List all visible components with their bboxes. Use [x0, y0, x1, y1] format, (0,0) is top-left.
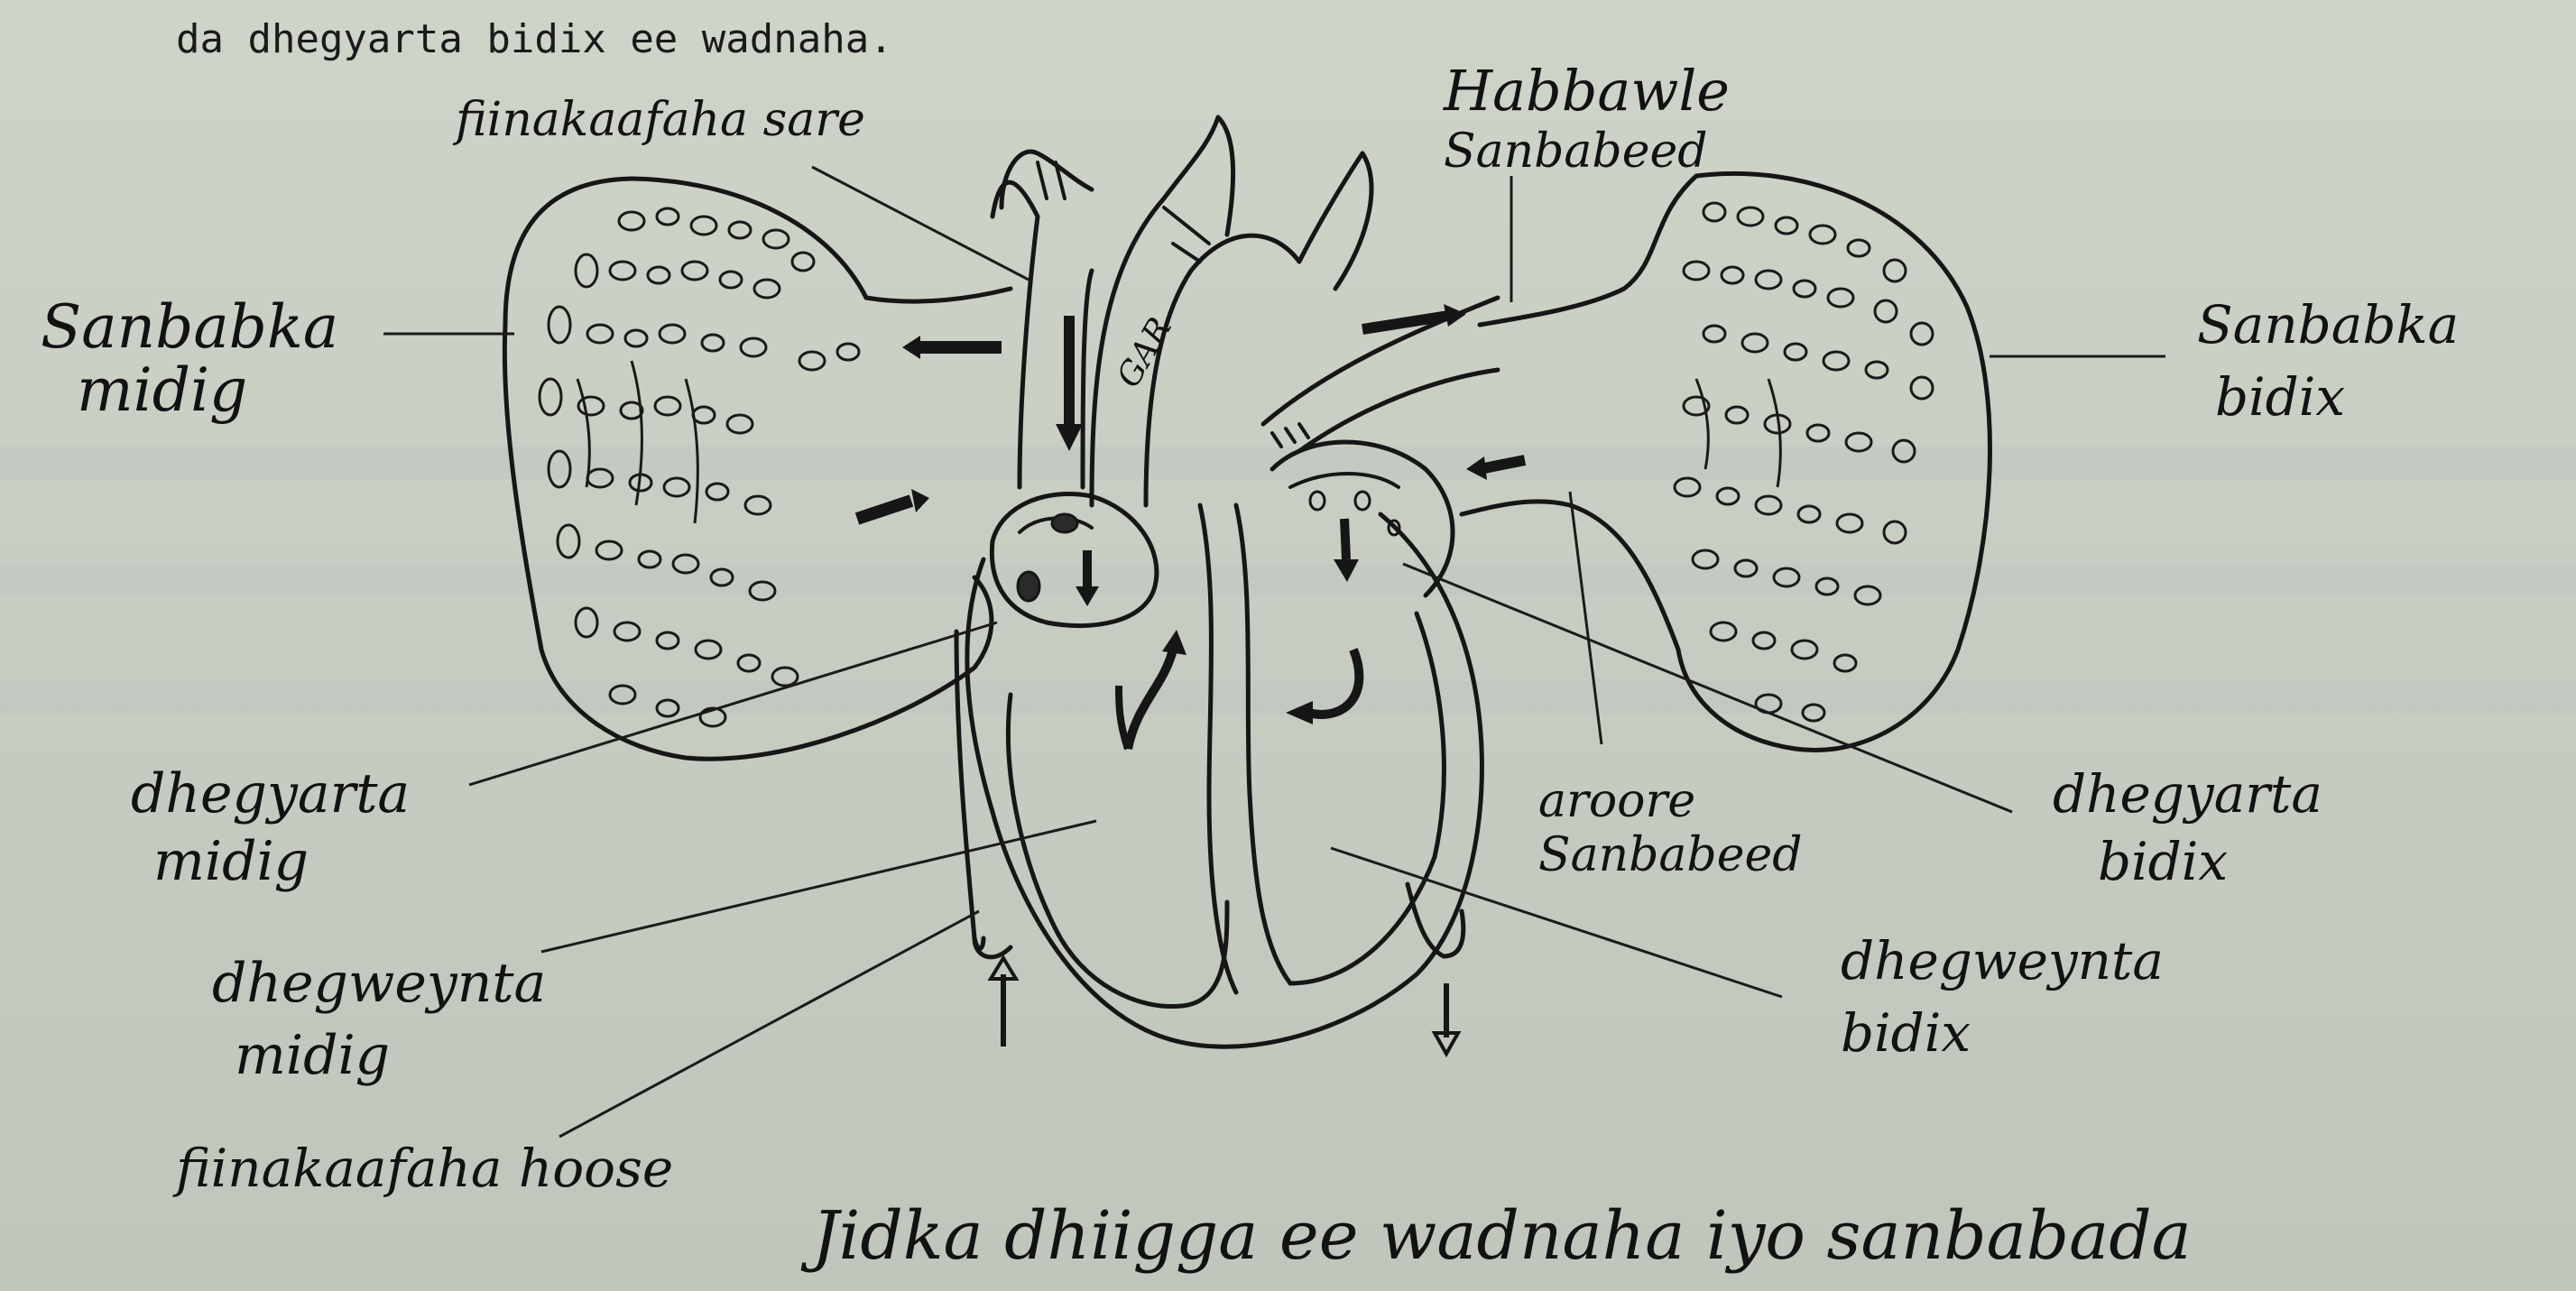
label-dhegyarta-bidix-1: dhegyarta	[2053, 763, 2322, 825]
label-dhegweynta-bidix-1: dhegweynta	[1841, 930, 2164, 991]
intro-text: da dhegyarta bidix ee wadnaha.	[176, 16, 893, 62]
label-dhegweynta-midig-1: dhegweynta	[212, 952, 546, 1015]
label-dhegyarta-midig-1: dhegyarta	[131, 762, 410, 825]
arrow-icon	[1362, 304, 1466, 329]
arrow-icon	[991, 958, 1016, 1047]
label-dhegyarta-midig-2: midig	[153, 830, 309, 893]
label-dhegyarta-bidix-2: bidix	[2098, 831, 2228, 892]
arrow-icon	[857, 489, 929, 519]
label-dhegweynta-bidix-2: bidix	[1841, 1002, 1971, 1064]
label-aroore-2: Sanbabeed	[1538, 828, 1803, 882]
arrow-icon	[1056, 316, 1083, 451]
label-dhegweynta-midig-2: midig	[235, 1024, 390, 1087]
label-sanbabka-midig-1: Sanbabka	[41, 292, 338, 362]
label-sanbabka-bidix-2: bidix	[2215, 366, 2345, 428]
label-sanbabka-midig-2: midig	[77, 355, 247, 425]
arrow-icon	[1435, 983, 1458, 1054]
label-aroore-1: aroore	[1538, 774, 1695, 828]
label-sanbabka-bidix-1: Sanbabka	[2197, 294, 2459, 355]
caption: Jidka dhiigga ee wadnaha iyo sanbabada	[800, 1197, 2192, 1275]
label-habbawle-sanbabeed: Sanbabeed	[1444, 124, 1708, 179]
arrow-icon	[902, 336, 1002, 359]
label-habbawle: Habbawle	[1443, 58, 1730, 124]
label-fiinakaafaha-hoose: fiinakaafaha hoose	[172, 1138, 673, 1199]
bleed-through-text	[0, 447, 2576, 714]
label-fiinakaafaha-sare: fiinakaafaha sare	[452, 93, 865, 147]
